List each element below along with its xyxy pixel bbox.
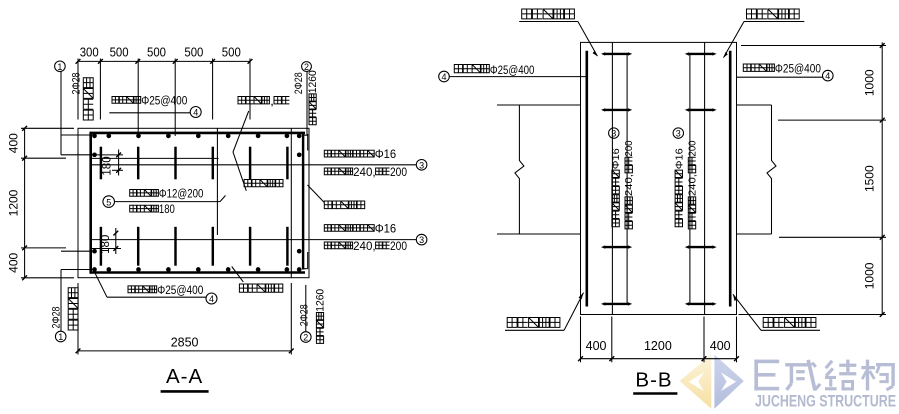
svg-text:2: 2 (304, 62, 309, 72)
svg-text:2Φ28: 2Φ28 (71, 73, 83, 95)
svg-text:Φ16: Φ16 (375, 224, 397, 236)
svg-text:2Φ28: 2Φ28 (298, 304, 310, 326)
svg-text:500: 500 (147, 46, 166, 60)
svg-text:Φ25@400: Φ25@400 (141, 96, 187, 108)
svg-text:2Φ28: 2Φ28 (293, 72, 305, 94)
svg-text:240,: 240, (353, 241, 376, 253)
svg-text:400: 400 (7, 133, 21, 153)
svg-text:200: 200 (623, 140, 635, 156)
svg-text:Φ25@400: Φ25@400 (157, 285, 203, 297)
svg-text:3: 3 (419, 235, 424, 245)
svg-text:200: 200 (390, 241, 407, 253)
svg-text:2: 2 (303, 333, 308, 343)
svg-text:240,: 240, (687, 174, 699, 196)
svg-text:A-A: A-A (166, 365, 203, 388)
svg-text:180: 180 (100, 235, 112, 254)
svg-text:4: 4 (825, 71, 830, 81)
svg-text:240,: 240, (353, 167, 376, 179)
svg-text:400: 400 (710, 339, 731, 353)
svg-text:4: 4 (441, 72, 446, 82)
svg-text:1: 1 (57, 62, 62, 72)
svg-text:1500: 1500 (863, 165, 877, 192)
svg-text:4: 4 (209, 294, 214, 304)
svg-text:1260: 1260 (315, 289, 327, 312)
svg-text:4: 4 (193, 108, 198, 118)
svg-text:1000: 1000 (863, 262, 877, 289)
svg-text:1200: 1200 (644, 339, 672, 353)
svg-text:5: 5 (106, 197, 111, 207)
svg-text:3: 3 (676, 129, 681, 139)
svg-text:Φ12@200: Φ12@200 (159, 189, 204, 201)
svg-text:200: 200 (390, 167, 407, 179)
svg-text:3: 3 (611, 129, 616, 139)
svg-text:B-B: B-B (635, 369, 672, 392)
svg-text:1000: 1000 (863, 69, 877, 96)
svg-text:Φ25@400: Φ25@400 (490, 65, 535, 77)
svg-text:Φ16: Φ16 (375, 149, 397, 161)
svg-text:2Φ28: 2Φ28 (51, 307, 63, 329)
svg-text:Φ25@400: Φ25@400 (775, 64, 821, 76)
svg-text:1260: 1260 (307, 70, 319, 93)
svg-text:300: 300 (80, 46, 99, 60)
svg-text:,: , (270, 96, 274, 108)
svg-text:200: 200 (687, 140, 699, 156)
svg-text:400: 400 (586, 339, 607, 353)
svg-text:Φ16: Φ16 (673, 148, 685, 169)
svg-text:500: 500 (184, 46, 203, 60)
svg-text:500: 500 (222, 46, 241, 60)
svg-text:180: 180 (159, 204, 175, 216)
svg-text:3: 3 (419, 160, 424, 170)
svg-text:240,: 240, (623, 174, 635, 196)
svg-text:400: 400 (7, 252, 21, 272)
svg-text:1200: 1200 (7, 189, 21, 216)
svg-text:JUCHENG STRUCTURE: JUCHENG STRUCTURE (755, 392, 896, 411)
svg-text:2850: 2850 (171, 335, 199, 349)
svg-text:Φ16: Φ16 (610, 148, 622, 169)
svg-text:180: 180 (102, 156, 114, 175)
svg-text:500: 500 (110, 46, 129, 60)
svg-text:1: 1 (58, 332, 63, 342)
